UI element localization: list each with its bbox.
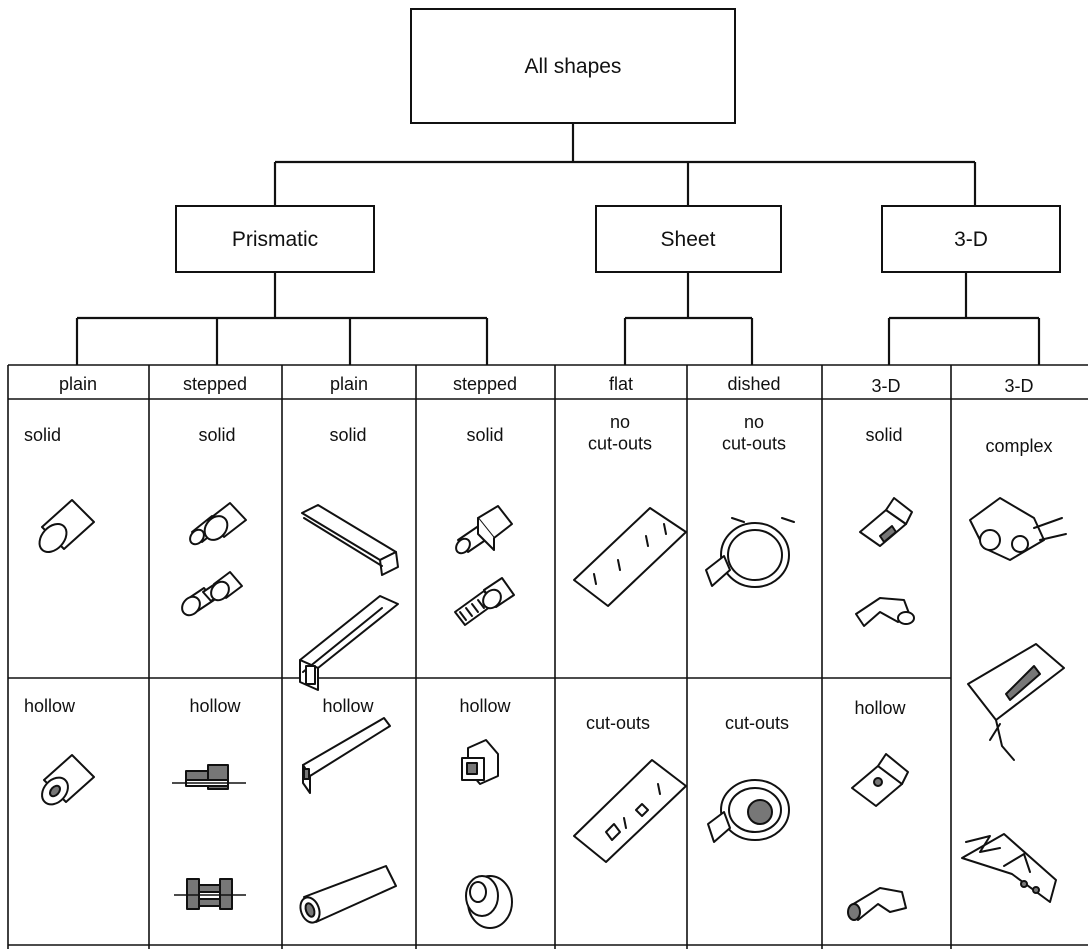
column-header: plain <box>59 374 97 394</box>
root-node: All shapes <box>410 8 736 124</box>
stepped-shaft-icon <box>189 502 247 546</box>
square-head-bolt-icon <box>455 505 513 555</box>
top-label: solid <box>865 425 902 445</box>
bracket-block-icon <box>859 497 913 547</box>
column-header: plain <box>330 374 368 394</box>
bottom-label: hollow <box>189 696 241 716</box>
group-label: 3-D <box>954 228 988 251</box>
top-label: solid <box>24 425 61 445</box>
double-stepped-shaft-icon <box>181 571 243 617</box>
tree-connectors <box>75 123 1041 365</box>
hollow-round-tube-icon <box>299 865 397 924</box>
group-label: Sheet <box>661 228 716 251</box>
dished-clamp-icon <box>705 517 795 588</box>
bottom-label: cut-outs <box>725 713 789 733</box>
column-header: 3-D <box>1004 376 1033 396</box>
top-label: solid <box>466 425 503 445</box>
stepped-bore-section-icon <box>172 764 246 790</box>
elbow-pipe-icon <box>847 887 907 921</box>
dished-clamp-cutout-icon <box>707 779 790 843</box>
column-header: flat <box>609 374 633 394</box>
plain-cylinder-icon <box>38 499 95 553</box>
complex-assembly-icon <box>961 833 1057 903</box>
column-headers: plain stepped plain stepped flat dished … <box>59 374 1034 396</box>
top-label: complex <box>985 436 1052 456</box>
flanged-bush-icon <box>465 875 513 929</box>
group-node-3d: 3-D <box>881 205 1061 273</box>
group-node-prismatic: Prismatic <box>175 205 375 273</box>
bottom-label: hollow <box>459 696 511 716</box>
bottom-label: hollow <box>854 698 906 718</box>
flat-sheet-icon <box>573 507 687 607</box>
group-label: Prismatic <box>232 228 318 251</box>
hollow-square-bar-icon <box>302 717 391 794</box>
plain-tube-icon <box>41 754 95 806</box>
column-header: stepped <box>453 374 517 394</box>
column-header: stepped <box>183 374 247 394</box>
flat-sheet-cutouts-icon <box>573 759 687 863</box>
bottom-label: hollow <box>322 696 374 716</box>
i-beam-icon <box>299 595 399 691</box>
flanged-bore-section-icon <box>174 878 246 910</box>
bottom-label: cut-outs <box>586 713 650 733</box>
column-header: 3-D <box>871 376 900 396</box>
bottom-label: hollow <box>24 696 76 716</box>
complex-frame-icon <box>967 643 1065 761</box>
group-node-sheet: Sheet <box>595 205 782 273</box>
complex-linkage-icon <box>969 497 1067 561</box>
hollow-bracket-icon <box>851 753 909 807</box>
top-label: solid <box>329 425 366 445</box>
top-label: solid <box>198 425 235 445</box>
classification-table <box>7 364 1088 949</box>
column-header: dished <box>727 374 780 394</box>
hollow-square-head-icon <box>461 739 499 785</box>
elbow-solid-icon <box>855 597 915 627</box>
threaded-screw-icon <box>454 577 515 626</box>
channel-bar-icon <box>301 504 399 576</box>
root-label: All shapes <box>525 55 622 78</box>
